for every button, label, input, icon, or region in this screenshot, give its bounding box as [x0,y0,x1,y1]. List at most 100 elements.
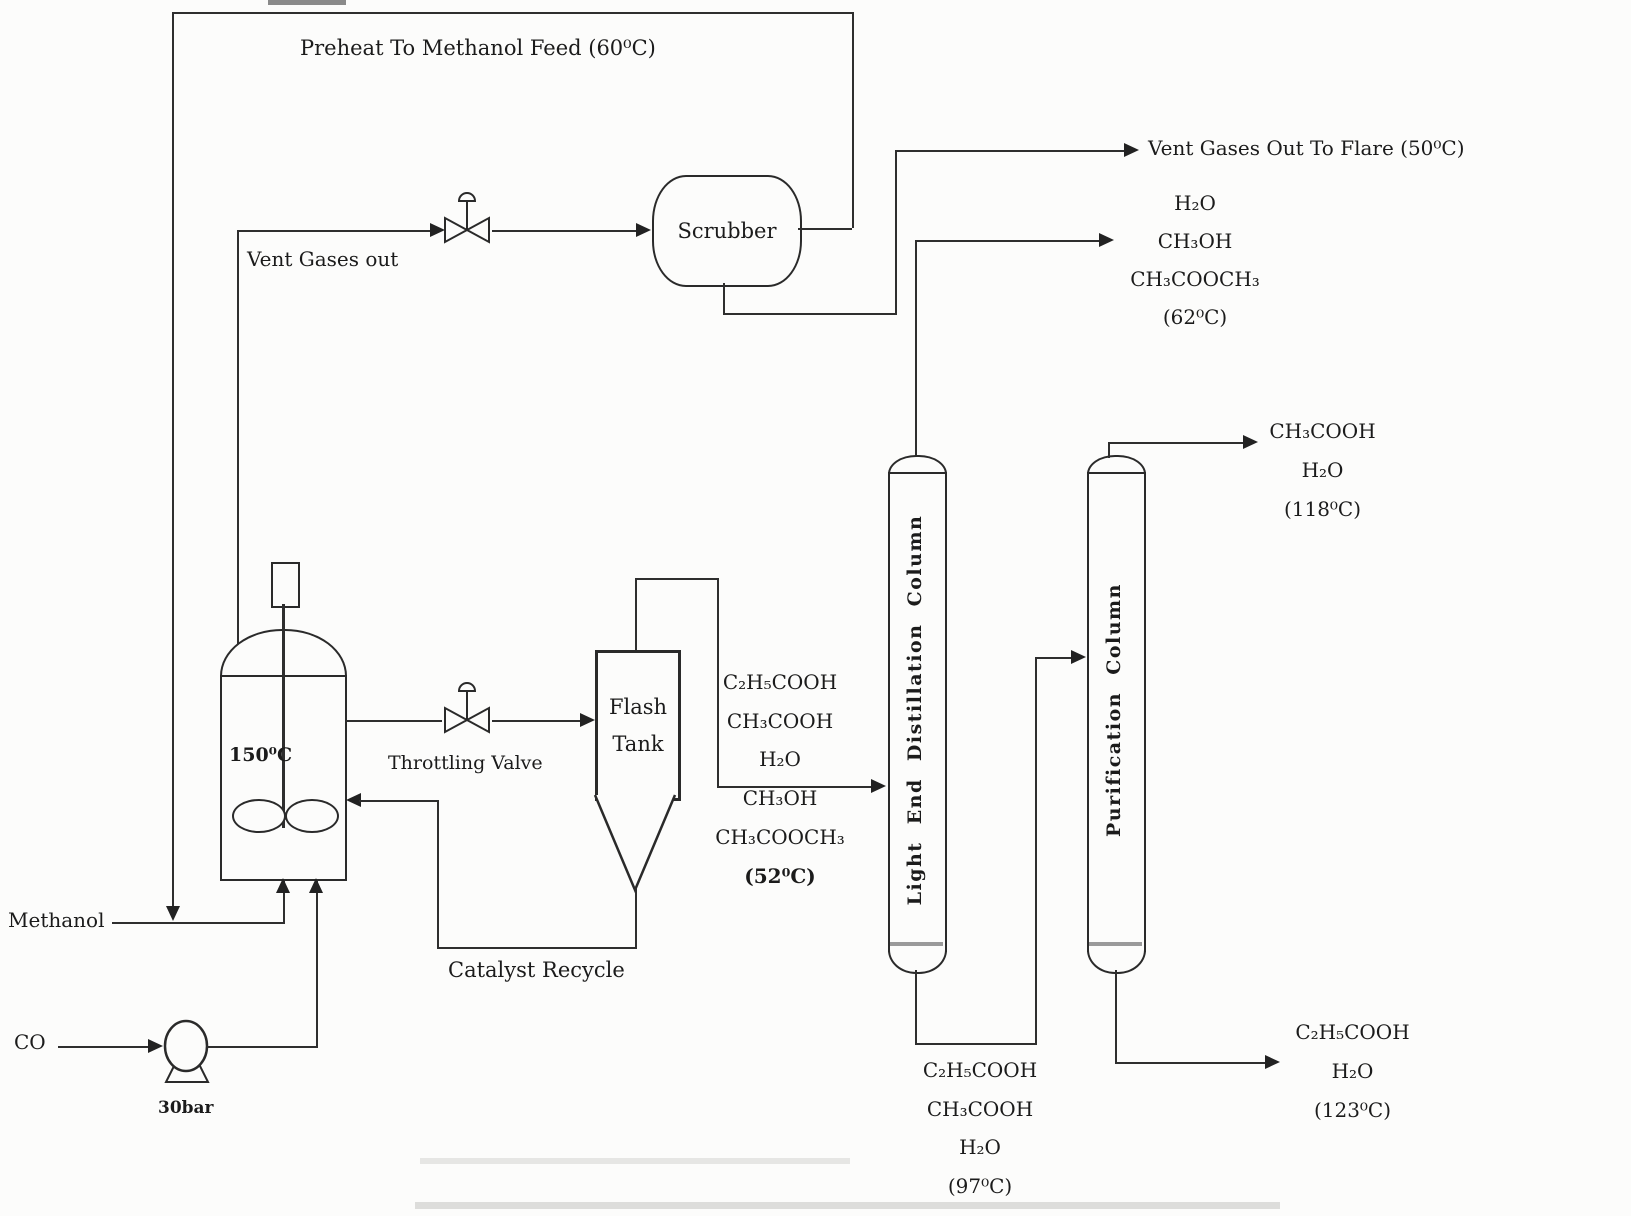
pipe-methanol-riser [283,879,285,922]
stream-line: (62⁰C) [1162,305,1228,329]
arrowhead-methanol-into-reactor [276,878,290,893]
pipe-preheat-right [852,12,854,228]
purification-weld-line [1089,942,1142,946]
pipe-scrubber-to-preheat [798,228,852,230]
preheat-label: Preheat To Methanol Feed (60⁰C) [300,36,656,60]
arrowhead-co-into-reactor [309,878,323,893]
co-label: CO [14,1030,46,1054]
pump-pressure-label: 30bar [158,1098,214,1118]
stream-line: (97⁰C) [947,1173,1013,1198]
pipe-recycle-bottom [437,947,637,949]
flash-tank-vessel: Flash Tank [595,650,681,801]
pipe-valve-to-scrubber [492,230,636,232]
flash-tank-label-2: Tank [612,731,664,756]
arrowhead-lightend-feed [871,779,886,793]
stream-line: CH₃OH [1157,229,1233,253]
purification-column-label: Purification Column [1103,583,1125,837]
stream-line: CH₃COOCH₃ [715,824,845,849]
pipe-flare-riser [895,150,897,313]
pipe-lightend-bottoms-drop [915,970,917,1043]
vent-gases-out-label: Vent Gases out [247,247,399,271]
pipe-feed-lightend [717,786,872,788]
pipe-purification-feed [1035,657,1075,659]
impeller-left [232,799,286,833]
pipe-flare-horizontal-low [723,313,897,315]
pipe-recycle-top [359,800,439,802]
vent-valve-icon [444,192,490,244]
pipe-reactor-outlet [345,720,442,722]
pipe-preheat-left [172,12,174,908]
reactor-temp-label: 150⁰C [229,744,293,766]
stream-line: C₂H₅COOH [722,670,838,694]
arrowhead-purification-overhead [1243,435,1258,449]
pipe-scrubber-bottom-drop [723,283,725,313]
methanol-label: Methanol [8,908,105,932]
caption-smudge-2 [415,1202,1280,1209]
throttling-valve-label: Throttling Valve [388,752,543,774]
scrubber-vessel: Scrubber [652,175,802,287]
arrowhead-lightend-overhead [1099,233,1114,247]
pipe-reactor-vent-riser [237,230,239,652]
pipe-flash-top-riser [635,578,637,650]
pipe-purification-overhead-out [1108,442,1248,444]
flash-tank-cone [593,794,677,894]
co-compressor-icon [163,1019,210,1083]
pipe-flare-out [895,150,1125,152]
stream-flash-vapor-label: C₂H₅COOH CH₃COOH H₂O CH₃OH CH₃COOCH₃ (52… [690,663,870,895]
stream-line: (118⁰C) [1283,497,1362,521]
stream-line: H₂O [759,747,801,772]
pipe-lightend-overhead-riser [915,240,917,456]
pipe-recycle-from-cone [635,888,637,947]
lightend-weld-line [890,942,943,946]
pipe-valve-to-flash [492,720,582,722]
stream-lightend-bottoms-label: C₂H₅COOH CH₃COOH H₂O (97⁰C) [890,1051,1070,1205]
catalyst-recycle-label: Catalyst Recycle [448,958,625,982]
impeller-right [285,799,339,833]
arrowhead-into-flash [580,713,595,727]
pipe-lightend-overhead-out [915,240,1100,242]
pipe-co-riser [316,879,318,1048]
stream-line: H₂O [1174,191,1216,215]
pipe-purification-bottoms-drop [1115,970,1117,1062]
pipe-vent-to-valve [237,230,430,232]
pipe-flash-top-across [635,578,719,580]
pipe-recycle-left-drop [437,800,439,947]
pipe-purification-bottoms-out [1115,1062,1267,1064]
pipe-pump-outlet [207,1046,316,1048]
throttling-valve-icon [444,682,490,734]
scan-artifact-top [268,0,346,5]
scrubber-label: Scrubber [677,219,777,243]
pipe-preheat-top [172,12,852,14]
pipe-methanol [112,922,285,924]
stream-line: CH₃COOH [726,708,834,733]
pipe-flash-down [717,578,719,786]
vent-flare-label: Vent Gases Out To Flare (50⁰C) [1148,136,1465,160]
stream-line: CH₃COOH [1269,419,1376,443]
arrowhead-catalyst-recycle [346,793,361,807]
lightend-column-body [888,472,947,952]
lightend-column-cap-bottom [888,948,947,974]
agitator-shaft [282,604,285,828]
stream-line: (123⁰C) [1313,1098,1392,1122]
arrowhead-purification-bottoms [1265,1055,1280,1069]
stream-line: CH₃COOCH₃ [1130,267,1260,291]
lightend-column-label: Light End Distillation Column [904,514,926,906]
arrowhead-preheat-into-methanol [166,906,180,921]
pipe-purification-feed-riser [1035,657,1037,1045]
pipe-lightend-bottoms-across [915,1043,1037,1045]
stream-line: H₂O [959,1135,1001,1159]
stream-line: CH₃OH [742,786,818,811]
stream-line: CH₃COOH [926,1096,1034,1121]
stream-line: (52⁰C) [744,863,816,888]
flash-tank-label-1: Flash [608,694,668,719]
stream-line: H₂O [1331,1059,1374,1083]
arrowhead-co-into-pump [148,1039,163,1053]
stream-scrubber-overhead-label: H₂O CH₃OH CH₃COOCH₃ (62⁰C) [1105,184,1285,336]
stream-line: C₂H₅COOH [922,1058,1038,1082]
arrowhead-into-scrubber [636,223,651,237]
arrowhead-purification-feed [1071,650,1086,664]
pipe-co [58,1046,150,1048]
stream-line: H₂O [1301,458,1344,482]
purification-column-body [1087,472,1146,952]
